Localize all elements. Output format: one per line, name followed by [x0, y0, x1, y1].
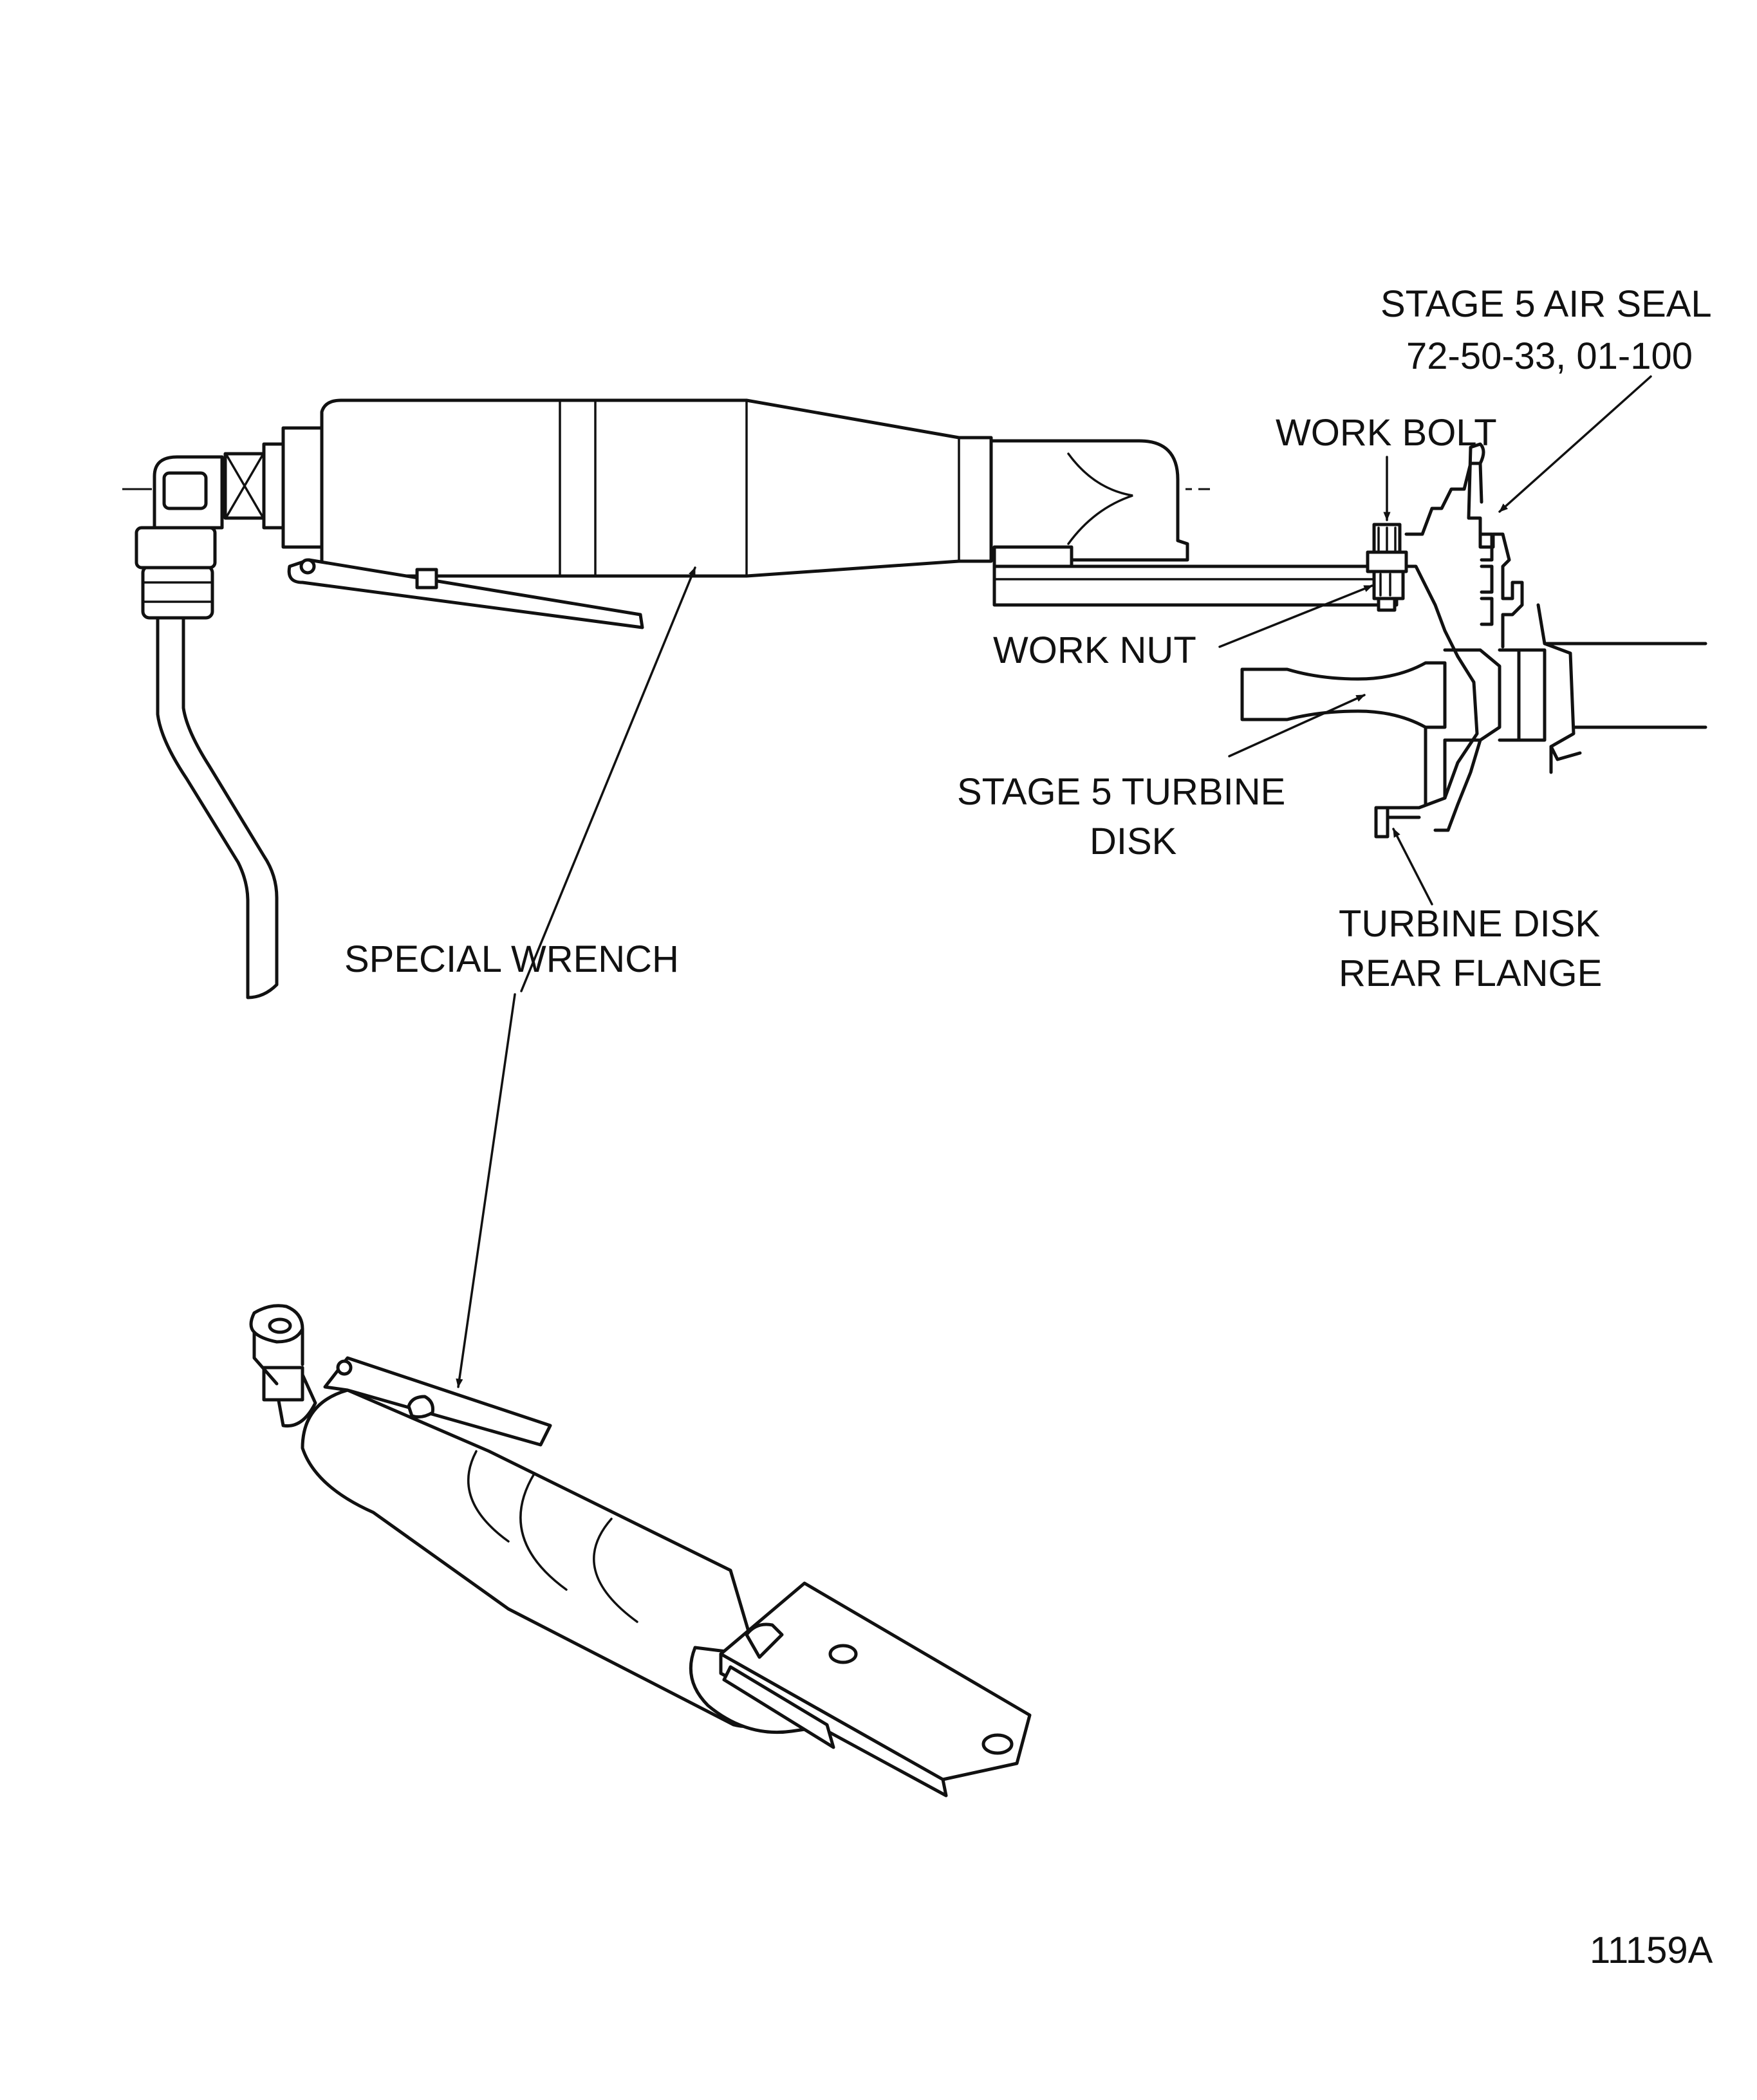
stage5-turbine-disk [1240, 661, 1447, 729]
special-wrench-side-view [122, 398, 1399, 999]
special-wrench-leader-upper [520, 566, 696, 992]
turbine-disk-rear-flange [1374, 806, 1390, 839]
air-seal-leader [1498, 375, 1652, 513]
air-seal-label-line2: 72-50-33, 01-100 [1406, 335, 1693, 377]
rear-flange-label-line1: TURBINE DISK [1339, 903, 1600, 945]
figure-number: 11159A [1590, 1929, 1713, 1971]
hose-fitting-nut [141, 564, 214, 620]
turbine-disk-label-line1: STAGE 5 TURBINE [957, 771, 1285, 813]
rear-flange-leader [1392, 828, 1433, 906]
turbine-disk-leader [1228, 694, 1366, 757]
turbine-disk-section [1240, 442, 1707, 839]
special-wrench-leader-lower [456, 993, 516, 1388]
labels: STAGE 5 AIR SEAL 72-50-33, 01-100 WORK B… [344, 283, 1713, 1971]
air-seal-label-line1: STAGE 5 AIR SEAL [1380, 283, 1712, 325]
motor-housing [320, 398, 993, 578]
work-nut [1372, 570, 1405, 600]
turbine-disk-label-line2: DISK [1090, 821, 1177, 862]
special-wrench-label: SPECIAL WRENCH [344, 938, 679, 980]
wrench-adapter-arm [992, 564, 1399, 607]
work-nut-label: WORK NUT [993, 629, 1196, 671]
stage5-air-seal [1404, 442, 1524, 658]
special-wrench-isometric-view [249, 1304, 1032, 1798]
rear-flange-label-line2: REAR FLANGE [1339, 952, 1602, 994]
throttle-lever [287, 558, 644, 629]
air-hose [156, 616, 279, 999]
angle-head [989, 439, 1189, 562]
leader-lines [456, 375, 1652, 1388]
work-nut-leader [1218, 584, 1373, 648]
hose-fitting-body [135, 526, 217, 570]
work-bolt-label: WORK BOLT [1276, 412, 1497, 454]
